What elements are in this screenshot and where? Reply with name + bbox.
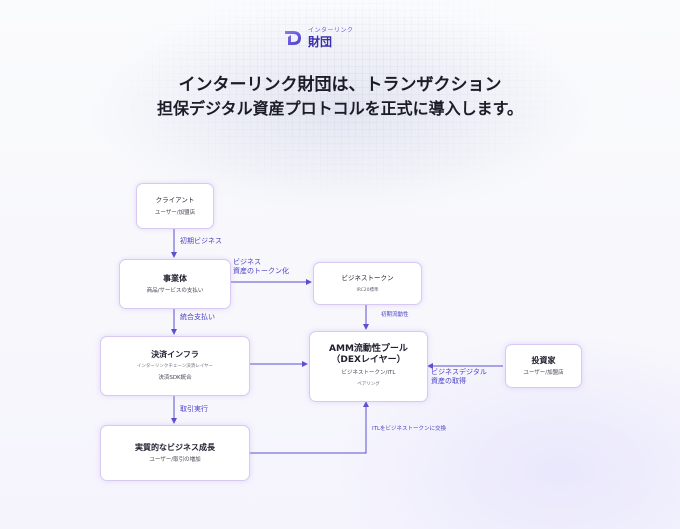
edge-label-initial-liquidity: 初期流動性 xyxy=(381,312,409,318)
investor-node: 投資家 ユーザー/加盟店 xyxy=(505,344,582,388)
edge-label-acquire-1: ビジネスデジタル xyxy=(431,368,487,376)
amm-pool-pairing: ペアリング xyxy=(357,382,380,387)
client-node: クライアント ユーザー/加盟店 xyxy=(136,183,214,229)
logo-title: 財団 xyxy=(308,35,333,49)
business-growth-description: ユーザー/取引の増加 xyxy=(149,456,201,463)
edge-label-exchange: ITLをビジネストークンに交換 xyxy=(372,426,447,432)
edge-growth-to-pool xyxy=(248,401,369,454)
business-token-title: ビジネストークン xyxy=(341,273,394,282)
business-growth-node: 実質的なビジネス成長 ユーザー/取引の増加 xyxy=(100,425,250,481)
edge-label-acquire-2: 資産の取得 xyxy=(431,377,466,385)
headline-line-1: インターリンク財団は、トランザクション xyxy=(178,75,502,95)
payment-infra-node: 決済インフラ インターリンクチェーン決済レイヤー 決済SDK統合 xyxy=(100,336,250,396)
client-title: クライアント xyxy=(155,195,195,204)
edge-label-tokenize-1: ビジネス xyxy=(233,258,261,266)
business-entity-description: 商品/サービスの支払い xyxy=(146,287,204,294)
headline-line-2: 担保デジタル資産プロトコルを正式に導入します。 xyxy=(156,99,524,118)
amm-pool-title-line-1: AMM流動性プール xyxy=(329,344,408,354)
interlink-logo-icon xyxy=(285,31,301,45)
amm-pool-pair: ビジネストークン/ITL xyxy=(341,370,396,376)
globe-graphic xyxy=(110,0,580,200)
amm-pool-title-line-2: （DEXレイヤー） xyxy=(331,355,406,365)
payment-infra-title: 決済インフラ xyxy=(151,350,199,359)
amm-pool-node: AMM流動性プール （DEXレイヤー） ビジネストークン/ITL ペアリング xyxy=(309,331,428,402)
payment-infra-line-1: インターリンクチェーン決済レイヤー xyxy=(136,364,214,369)
foundation-logo: インターリンク 財団 xyxy=(282,27,354,49)
logo-subtitle: インターリンク xyxy=(308,27,354,34)
business-token-node: ビジネストークン IRC20標準 xyxy=(313,262,422,305)
client-description: ユーザー/加盟店 xyxy=(154,209,196,216)
business-entity-title: 事業体 xyxy=(163,273,187,283)
investor-title: 投資家 xyxy=(531,355,556,365)
investor-description: ユーザー/加盟店 xyxy=(523,369,564,376)
edge-label-tokenize-2: 資産のトークン化 xyxy=(233,267,289,275)
business-token-standard: IRC20標準 xyxy=(356,287,379,293)
payment-infra-line-2: 決済SDK統合 xyxy=(158,375,192,381)
edge-label-execute-trade: 取引実行 xyxy=(180,405,208,413)
edge-label-initial-business: 初期ビジネス xyxy=(180,237,222,245)
business-entity-node: 事業体 商品/サービスの支払い xyxy=(119,259,231,309)
edge-label-integrated-payment: 統合支払い xyxy=(180,313,215,321)
business-growth-title: 実質的なビジネス成長 xyxy=(135,442,215,452)
